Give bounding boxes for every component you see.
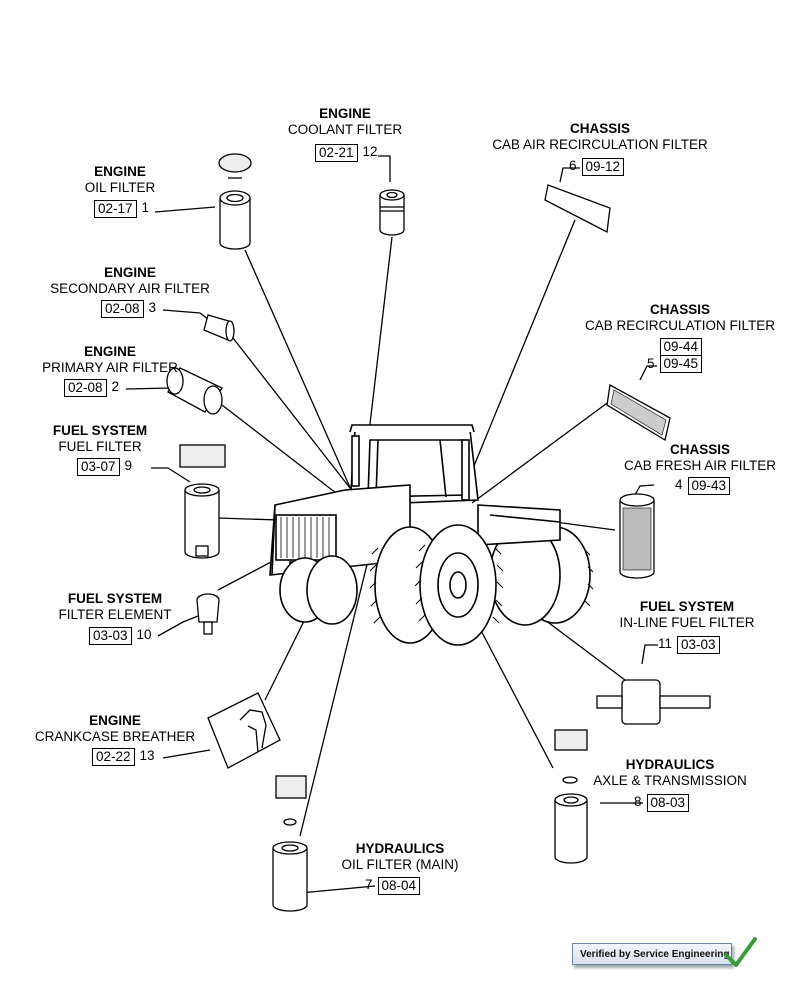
filter-element-part	[196, 593, 220, 635]
cab-air-recirc-part	[544, 184, 611, 234]
leader-line-oil-filter	[244, 249, 353, 493]
tractor-body	[269, 424, 591, 646]
hyd-oil-part	[272, 775, 308, 912]
axle-trans-part	[554, 729, 588, 864]
secondary-air-part	[203, 314, 235, 342]
coolant-filter-part	[379, 189, 405, 236]
verified-badge: Verified by Service Engineering	[572, 943, 732, 965]
oil-filter-part	[218, 153, 252, 250]
checkmark-icon	[724, 937, 757, 967]
inline-fuel-part	[596, 679, 711, 725]
leader-line-primary-air	[221, 404, 346, 501]
primary-air-part	[166, 367, 223, 415]
tire-treads	[369, 544, 594, 624]
fuel-filter-part	[179, 444, 226, 559]
leader-line-cab-air-recirc	[459, 219, 576, 501]
leader-line-cab-recirc	[471, 394, 619, 504]
cab-fresh-air-part	[619, 493, 655, 579]
leader-line-hyd-oil	[299, 531, 376, 837]
leader-line-secondary-air	[232, 337, 358, 498]
crankcase-part	[207, 692, 281, 769]
